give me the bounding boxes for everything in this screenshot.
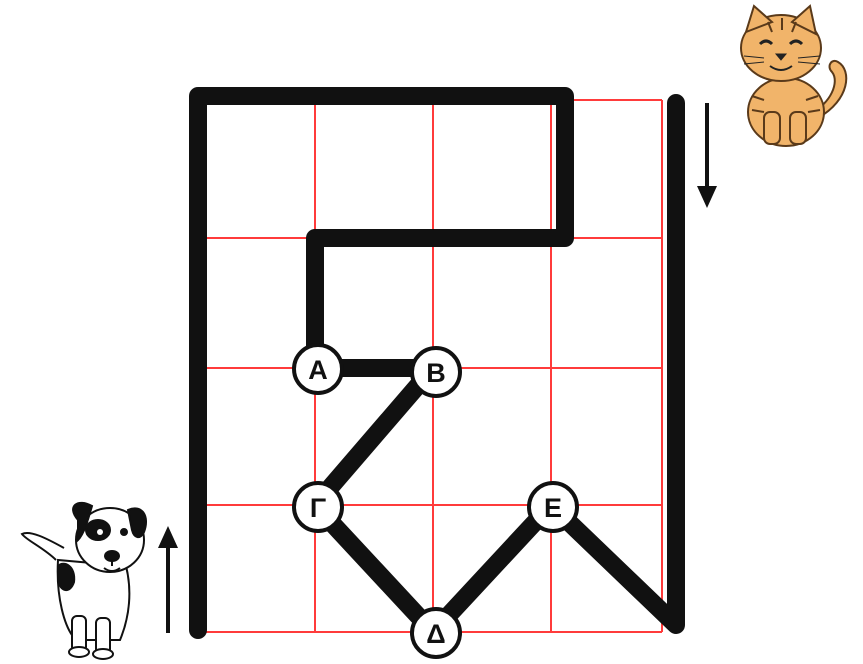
svg-text:Α: Α xyxy=(308,355,328,385)
node-D: Δ xyxy=(412,609,460,657)
svg-text:Γ: Γ xyxy=(310,493,326,523)
dog-icon xyxy=(22,503,146,659)
svg-text:Β: Β xyxy=(426,358,446,388)
down-arrow-icon xyxy=(697,103,717,208)
svg-text:Ε: Ε xyxy=(544,493,562,523)
node-E: Ε xyxy=(529,483,577,531)
up-arrow-icon xyxy=(158,526,178,633)
node-A: Α xyxy=(294,345,342,393)
node-B: Β xyxy=(412,348,460,396)
cat-icon xyxy=(741,6,846,146)
node-G: Γ xyxy=(294,483,342,531)
svg-text:Δ: Δ xyxy=(426,619,445,649)
